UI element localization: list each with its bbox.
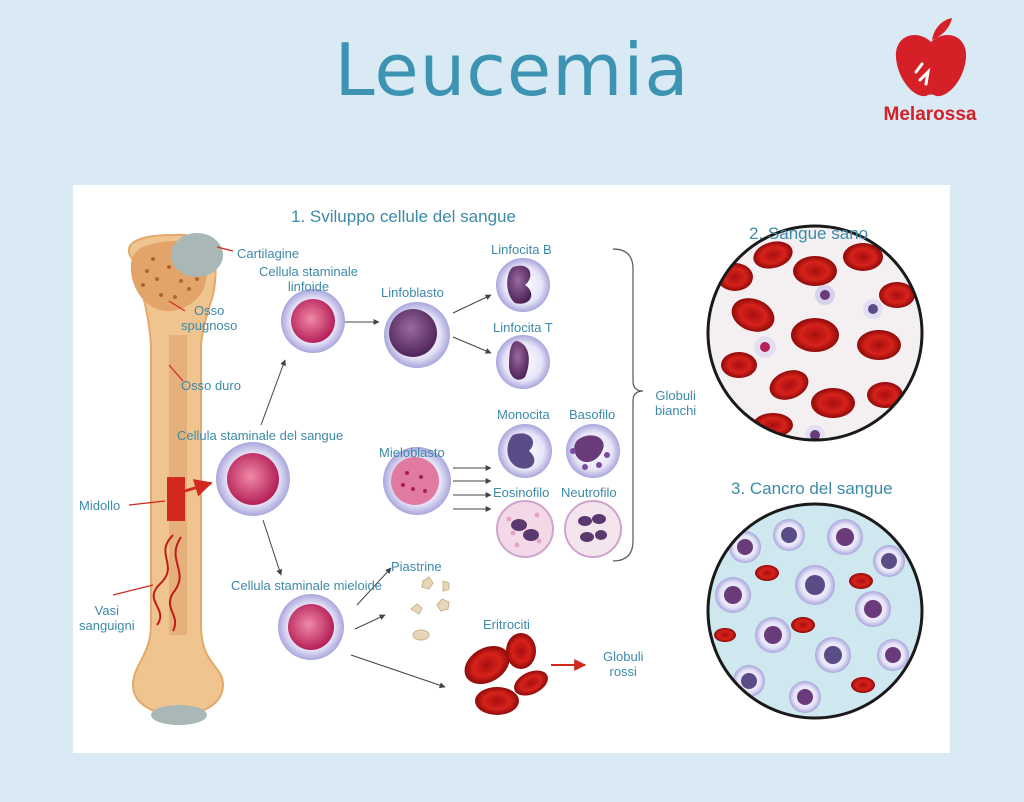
cancer-blood-circle xyxy=(706,502,924,720)
label-globuli-rossi: Globuli rossi xyxy=(603,649,644,679)
label-monocita: Monocita xyxy=(497,407,550,422)
diagram-panel: 1. Sviluppo cellule del sangue 2. Sangue… xyxy=(73,185,950,753)
t-lymphocyte-cell xyxy=(496,335,550,389)
label-globuli-bianchi: Globuli bianchi xyxy=(655,388,697,418)
label-midollo: Midollo xyxy=(79,498,121,513)
label-eosinofilo: Eosinofilo xyxy=(493,485,550,500)
lymphoblast-cell xyxy=(384,302,450,368)
label-linfocita-t: Linfocita T xyxy=(493,320,553,335)
brand-name: Melarossa xyxy=(883,104,977,125)
label-linfocita-b: Linfocita B xyxy=(491,242,552,257)
apple-logo-icon xyxy=(895,18,967,97)
healthy-blood-circle xyxy=(706,224,924,442)
neutrophil-cell xyxy=(564,500,622,558)
platelets xyxy=(410,576,450,641)
label-osso-spugnoso: Osso spugnoso xyxy=(181,303,238,333)
label-basofilo: Basofilo xyxy=(569,407,616,422)
label-vasi-sanguigni: Vasi sanguigni xyxy=(79,603,135,633)
label-piastrine: Piastrine xyxy=(391,559,442,574)
section1-title: 1. Sviluppo cellule del sangue xyxy=(291,207,516,226)
label-osso-duro: Osso duro xyxy=(181,378,241,393)
page-title: Leucemia xyxy=(334,28,690,112)
diagram-art xyxy=(112,224,924,725)
label-cartilagine: Cartilagine xyxy=(237,246,300,261)
bone-illustration xyxy=(127,233,225,725)
label-neutrofilo: Neutrofilo xyxy=(561,485,617,500)
myeloblast-cell xyxy=(383,447,451,515)
label-staminale-mieloide: Cellula staminale mieloide xyxy=(231,578,383,593)
label-mieloblasto: Mieloblasto xyxy=(379,445,445,460)
stem-cell-myeloid xyxy=(278,594,344,660)
label-staminale-sangue: Cellula staminale del sangue xyxy=(177,428,344,443)
label-staminale-linfoide: Cellula staminale linfoide xyxy=(259,264,358,294)
erythrocytes xyxy=(464,633,548,715)
eosinophil-cell xyxy=(496,500,554,558)
stem-cell-lymphoid xyxy=(281,289,345,353)
stem-cell-blood xyxy=(216,442,290,516)
b-lymphocyte-cell xyxy=(496,258,550,312)
basophil-cell xyxy=(566,424,620,478)
label-eritrociti: Eritrociti xyxy=(483,617,530,632)
section2-title: 2. Sangue sano xyxy=(749,224,869,243)
section3-title: 3. Cancro del sangue xyxy=(731,479,893,498)
monocyte-cell xyxy=(498,424,552,478)
label-linfoblasto: Linfoblasto xyxy=(381,285,444,300)
